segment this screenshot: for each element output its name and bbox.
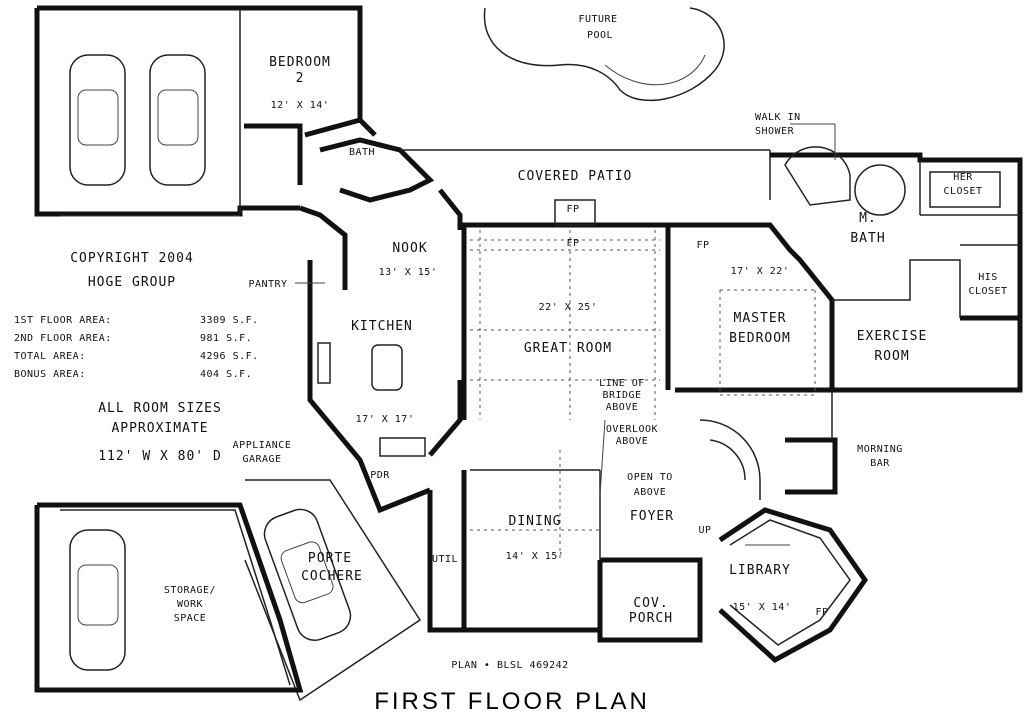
label-library: LIBRARY — [729, 563, 791, 578]
label-pantry: PANTRY — [248, 279, 287, 290]
label-pdr: PDR — [370, 470, 390, 481]
label-dimensions: 112' W X 80' D — [98, 449, 222, 464]
value-area-1: 3309 S.F. — [200, 315, 259, 326]
label-her-closet-1: HER — [953, 172, 973, 183]
label-bedroom2-1: BEDROOM — [269, 55, 331, 70]
leader-lines — [295, 123, 836, 546]
label-kitchen: KITCHEN — [351, 319, 413, 334]
label-first-floor-plan: FIRST FLOOR PLAN — [374, 688, 650, 715]
label-nook-size: 13' X 15' — [379, 267, 438, 278]
label-line-bridge-1: LINE OF — [599, 378, 645, 389]
label-line-bridge-2: BRIDGE — [602, 390, 641, 401]
label-morning-1: MORNING — [857, 444, 903, 455]
label-future-pool-1: FUTURE — [578, 14, 617, 25]
label-master-2: BEDROOM — [729, 331, 791, 346]
label-future-pool-2: POOL — [587, 30, 613, 41]
label-copyright-2: HOGE GROUP — [88, 275, 176, 290]
label-mbath-2: BATH — [850, 231, 885, 246]
label-open-to-1: OPEN TO — [627, 472, 673, 483]
label-dining-size: 14' X 15' — [506, 551, 565, 562]
label-line-bridge-3: ABOVE — [606, 402, 639, 413]
label-master-1: MASTER — [734, 311, 787, 326]
label-porte-1: PORTE — [308, 551, 352, 566]
label-cov-porch-2: PORCH — [629, 611, 673, 626]
label-appliance-1: APPLIANCE — [233, 440, 292, 451]
label-great-room: GREAT ROOM — [524, 341, 612, 356]
label-copyright-1: COPYRIGHT 2004 — [70, 251, 194, 266]
label-mbath-1: M. — [859, 211, 877, 226]
label-kitchen-size: 17' X 17' — [356, 414, 415, 425]
label-room-sizes-1: ALL ROOM SIZES — [98, 401, 222, 416]
label-morning-2: BAR — [870, 458, 890, 469]
label-his-closet-1: HIS — [978, 272, 998, 283]
garage-cars — [69, 54, 352, 671]
label-master-size: 17' X 22' — [731, 266, 790, 277]
label-porte-2: COCHERE — [301, 569, 363, 584]
label-her-closet-2: CLOSET — [943, 186, 982, 197]
label-storage-2: WORK — [177, 599, 203, 610]
label-foyer: FOYER — [630, 509, 674, 524]
label-area-1: 1ST FLOOR AREA: — [14, 315, 112, 326]
label-bedroom2-size: 12' X 14' — [271, 100, 330, 111]
label-appliance-2: GARAGE — [242, 454, 281, 465]
label-fp-patio: FP — [566, 204, 579, 215]
label-fp-library: FP — [815, 607, 828, 618]
label-great-room-size: 22' X 25' — [539, 302, 598, 313]
label-his-closet-2: CLOSET — [968, 286, 1007, 297]
label-cov-porch-1: COV. — [633, 596, 668, 611]
label-plan-id: PLAN • BLSL 469242 — [451, 660, 568, 671]
label-up: UP — [698, 525, 711, 536]
label-area-4: BONUS AREA: — [14, 369, 86, 380]
value-area-4: 404 S.F. — [200, 369, 252, 380]
label-bedroom2-2: 2 — [296, 71, 305, 86]
label-storage-1: STORAGE/ — [164, 585, 216, 596]
label-room-sizes-2: APPROXIMATE — [111, 421, 208, 436]
room-labels: FUTURE POOL BEDROOM 2 12' X 14' BATH WAL… — [14, 14, 1007, 715]
label-overlook-1: OVERLOOK — [606, 424, 658, 435]
future-pool — [483, 7, 725, 102]
label-bath: BATH — [349, 147, 375, 158]
label-nook: NOOK — [392, 241, 427, 256]
value-area-3: 4296 S.F. — [200, 351, 259, 362]
label-storage-3: SPACE — [174, 613, 207, 624]
label-walk-in-2: SHOWER — [755, 126, 795, 137]
fixtures — [317, 146, 1001, 457]
label-fp-great: FP — [566, 238, 579, 249]
label-overlook-2: ABOVE — [616, 436, 649, 447]
label-open-to-2: ABOVE — [634, 487, 667, 498]
label-dining: DINING — [509, 514, 562, 529]
great-room-ceiling-grid — [470, 230, 816, 560]
value-area-2: 981 S.F. — [200, 333, 252, 344]
label-exercise-2: ROOM — [874, 349, 909, 364]
label-util: UTIL — [432, 554, 458, 565]
label-area-2: 2ND FLOOR AREA: — [14, 333, 112, 344]
label-covered-patio: COVERED PATIO — [518, 169, 633, 184]
label-area-3: TOTAL AREA: — [14, 351, 86, 362]
label-exercise-1: EXERCISE — [857, 329, 928, 344]
label-library-size: 15' X 14' — [733, 602, 792, 613]
label-walk-in-1: WALK IN — [755, 112, 801, 123]
label-fp-master: FP — [696, 240, 709, 251]
